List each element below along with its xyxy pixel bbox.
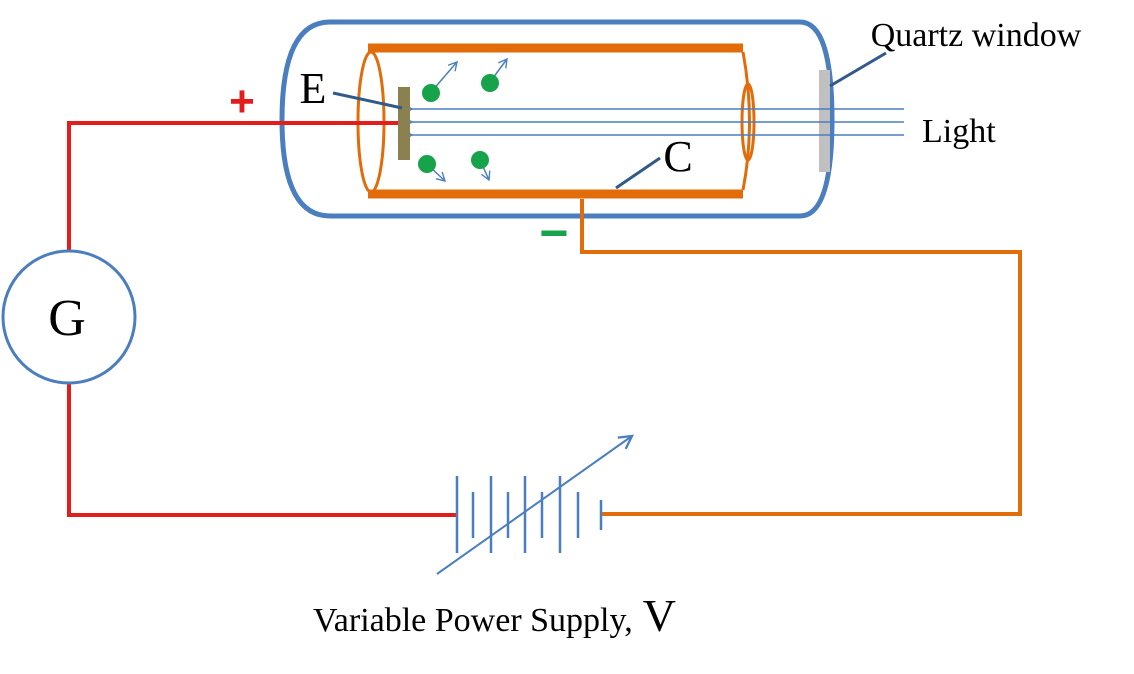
- light-label: Light: [922, 113, 996, 150]
- minus-sign: −: [539, 205, 568, 261]
- collector-cylinder: [356, 43, 756, 199]
- collector-leader-line: [615, 156, 661, 190]
- vacuum-tube: [279, 19, 835, 219]
- negative-wire: [580, 199, 1022, 516]
- collector-right-end: [741, 51, 751, 191]
- light-rays: [402, 103, 904, 141]
- leader-lines: [332, 51, 887, 190]
- emitter-leader-line: [332, 91, 403, 110]
- power-supply-text: Variable Power Supply,: [313, 602, 633, 639]
- electron: [471, 151, 489, 169]
- wire-collector-to-supply: [580, 199, 1022, 516]
- collector-label: C: [663, 132, 692, 181]
- quartz-window-leader-line: [829, 51, 887, 88]
- electrons: [418, 74, 499, 173]
- plus-sign: +: [229, 77, 255, 126]
- quartz-window-label: Quartz window: [871, 17, 1082, 54]
- power-supply-symbol: V: [643, 590, 676, 641]
- quartz-window: [819, 70, 830, 172]
- power-supply-label: Variable Power Supply, V: [313, 590, 676, 641]
- wire-galvanometer-to-battery: [67, 384, 456, 517]
- electron: [422, 84, 440, 102]
- emitter-label: E: [300, 64, 327, 113]
- emitter-plate: [398, 87, 410, 160]
- variable-arrow: [436, 436, 632, 575]
- positive-wire: [67, 121, 456, 517]
- wire-emitter-to-galvanometer: [67, 121, 398, 250]
- tube-outline: [279, 19, 835, 219]
- electron: [418, 155, 436, 173]
- galvanometer-label: G: [48, 290, 86, 347]
- galvanometer: [1, 249, 137, 385]
- electron: [481, 74, 499, 92]
- variable-power-supply: [436, 436, 632, 575]
